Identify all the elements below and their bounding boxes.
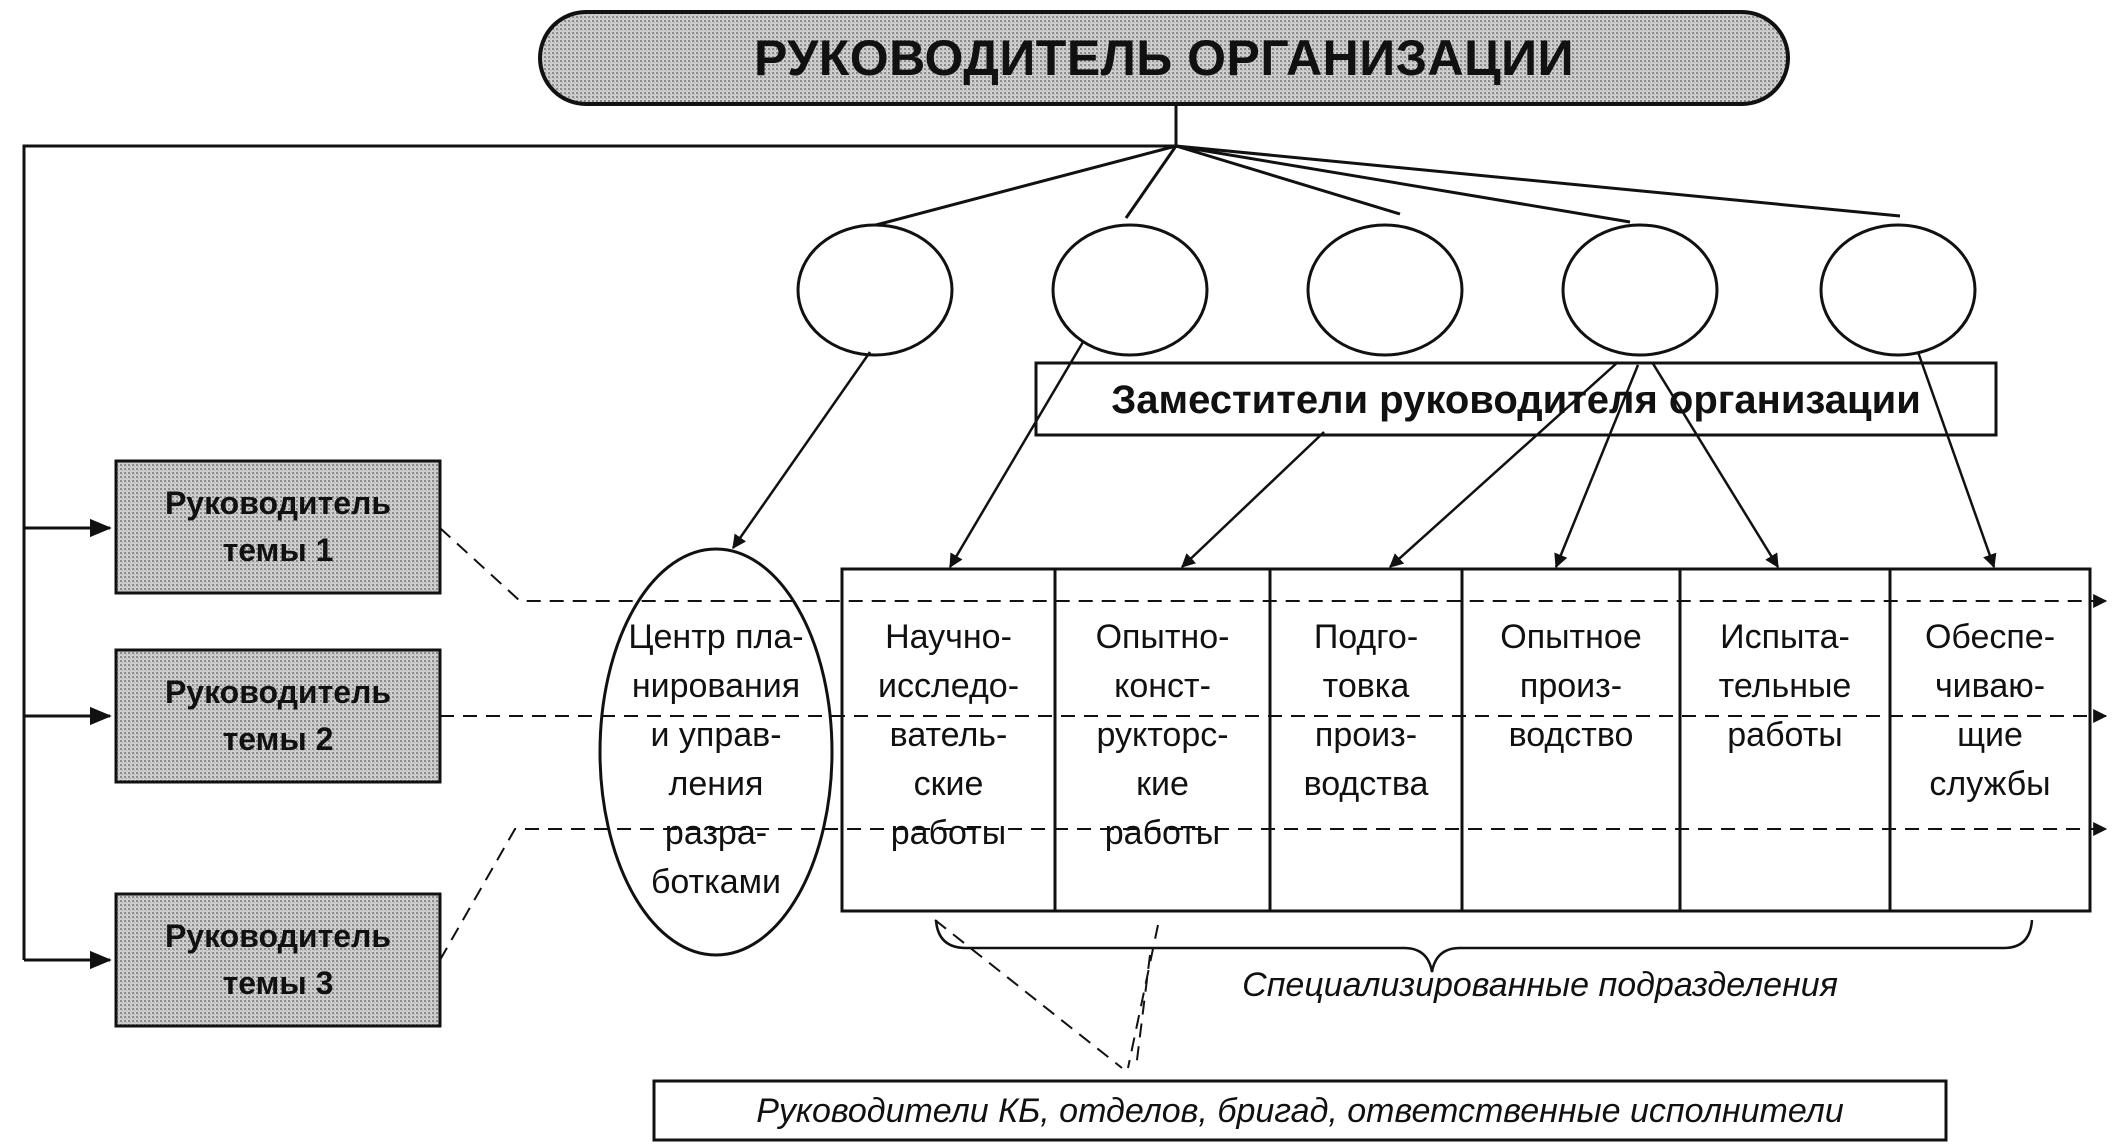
text-line: работы: [1727, 716, 1843, 754]
text-line: произ-: [1314, 716, 1418, 754]
deputies-box: [1034, 361, 1998, 437]
theme-3-dashed-line: [439, 822, 2108, 961]
theme-leader-2-label: Руководитель темы 2: [116, 669, 440, 763]
deputy-4a-arrow: [1389, 361, 1619, 568]
deputy-4c-arrow: [1650, 361, 1780, 568]
text-line: чиваю-: [1934, 667, 2046, 705]
text-line: работы: [890, 814, 1007, 852]
text-line: Испыта-: [1720, 618, 1850, 656]
fan-line-2: [1124, 145, 1178, 219]
fan-line-4: [1175, 144, 1631, 224]
bottom-box-label: Руководители КБ, отделов, бригад, ответс…: [756, 1092, 1844, 1130]
text-line: водство: [1508, 716, 1634, 754]
text-line: разра-: [664, 814, 768, 852]
text-line: работы: [1104, 814, 1221, 852]
bottom-pointer-right: [1127, 924, 1159, 1069]
theme-leader-1-label: Руководитель темы 1: [116, 480, 440, 574]
dept-pilot-production-label: Опытное произ-водство: [1462, 613, 1680, 760]
dept-research-label: Научно-исследо-ватель-ские работы: [842, 613, 1055, 858]
fan-line-5: [1175, 144, 1901, 218]
text-line: конст-: [1114, 667, 1211, 705]
theme-leader-1-box: [114, 459, 442, 595]
theme-bus-line: [22, 144, 1176, 960]
text-line: Руководитель: [164, 674, 392, 710]
organization-head-label: РУКОВОДИТЕЛЬ ОРГАНИЗАЦИИ: [753, 30, 1575, 86]
theme-leader-3-box: [114, 892, 442, 1028]
departments-box: [840, 567, 2092, 913]
text-line: рукторс-: [1096, 716, 1229, 754]
theme-1-dashed-line: [439, 527, 2108, 608]
dept-support-label: Обеспе-чиваю-щие службы: [1890, 613, 2090, 809]
text-line: щие: [1957, 716, 2023, 754]
text-line: Центр пла-: [628, 618, 804, 656]
bottom-box: [652, 1079, 1948, 1142]
text-line: Руководитель: [164, 485, 392, 521]
text-line: произ-: [1519, 667, 1623, 705]
bottom-pointer-stem: [1135, 954, 1151, 1069]
deputy-circle-2: [1051, 223, 1209, 357]
text-line: ления: [668, 765, 764, 803]
planning-center-ellipse: [598, 547, 834, 957]
deputy-3-arrow: [1181, 431, 1325, 568]
text-line: Научно-: [885, 618, 1012, 656]
deputy-circle-1: [796, 223, 954, 357]
text-line: ботками: [650, 863, 782, 901]
text-line: Обеспе-: [1924, 618, 2056, 656]
dept-testing-label: Испыта-тельные работы: [1680, 613, 1890, 760]
text-line: темы 3: [222, 965, 334, 1001]
text-line: тельные: [1718, 667, 1852, 705]
deputy-2-arrow: [948, 341, 1085, 569]
planning-center-label: Центр пла-нирования и управ-ления разра-бо…: [600, 613, 832, 907]
theme-leader-2-box: [114, 648, 442, 784]
fan-line-1: [871, 144, 1177, 228]
deputy-circle-5: [1819, 223, 1977, 357]
text-line: Руководитель: [164, 918, 392, 954]
specialized-units-label: Специализированные подразделения: [1242, 966, 1838, 1004]
bottom-pointer-left: [934, 919, 1123, 1069]
deputy-circle-4: [1561, 223, 1719, 357]
text-line: ские: [913, 765, 984, 803]
text-line: Опытное: [1500, 618, 1642, 656]
deputy-5-arrow: [1916, 351, 1997, 569]
text-line: товка: [1322, 667, 1410, 705]
deputy-1-arrow: [731, 351, 872, 549]
deputy-4b-arrow: [1554, 364, 1640, 569]
text-line: Подго-: [1313, 618, 1419, 656]
text-line: службы: [1929, 765, 2051, 803]
text-line: исследо-: [877, 667, 1020, 705]
deputies-label: Заместители руководителя организации: [1111, 378, 1921, 422]
dept-design-label: Опытно-конст-рукторс-кие работы: [1055, 613, 1270, 858]
dept-preparation-label: Подго-товка произ-водства: [1270, 613, 1462, 809]
text-line: темы 1: [222, 532, 334, 568]
fan-line-3: [1175, 144, 1401, 216]
specialized-brace: [934, 919, 2034, 973]
text-line: темы 2: [222, 721, 334, 757]
text-line: и управ-: [650, 716, 782, 754]
deputy-circle-3: [1306, 223, 1464, 357]
text-line: Опытно-: [1095, 618, 1230, 656]
text-line: водства: [1303, 765, 1429, 803]
theme-leader-3-label: Руководитель темы 3: [116, 913, 440, 1007]
text-line: нирования: [631, 667, 801, 705]
organization-head-box: [538, 10, 1790, 106]
text-line: ватель-: [889, 716, 1008, 754]
text-line: кие: [1136, 765, 1189, 803]
